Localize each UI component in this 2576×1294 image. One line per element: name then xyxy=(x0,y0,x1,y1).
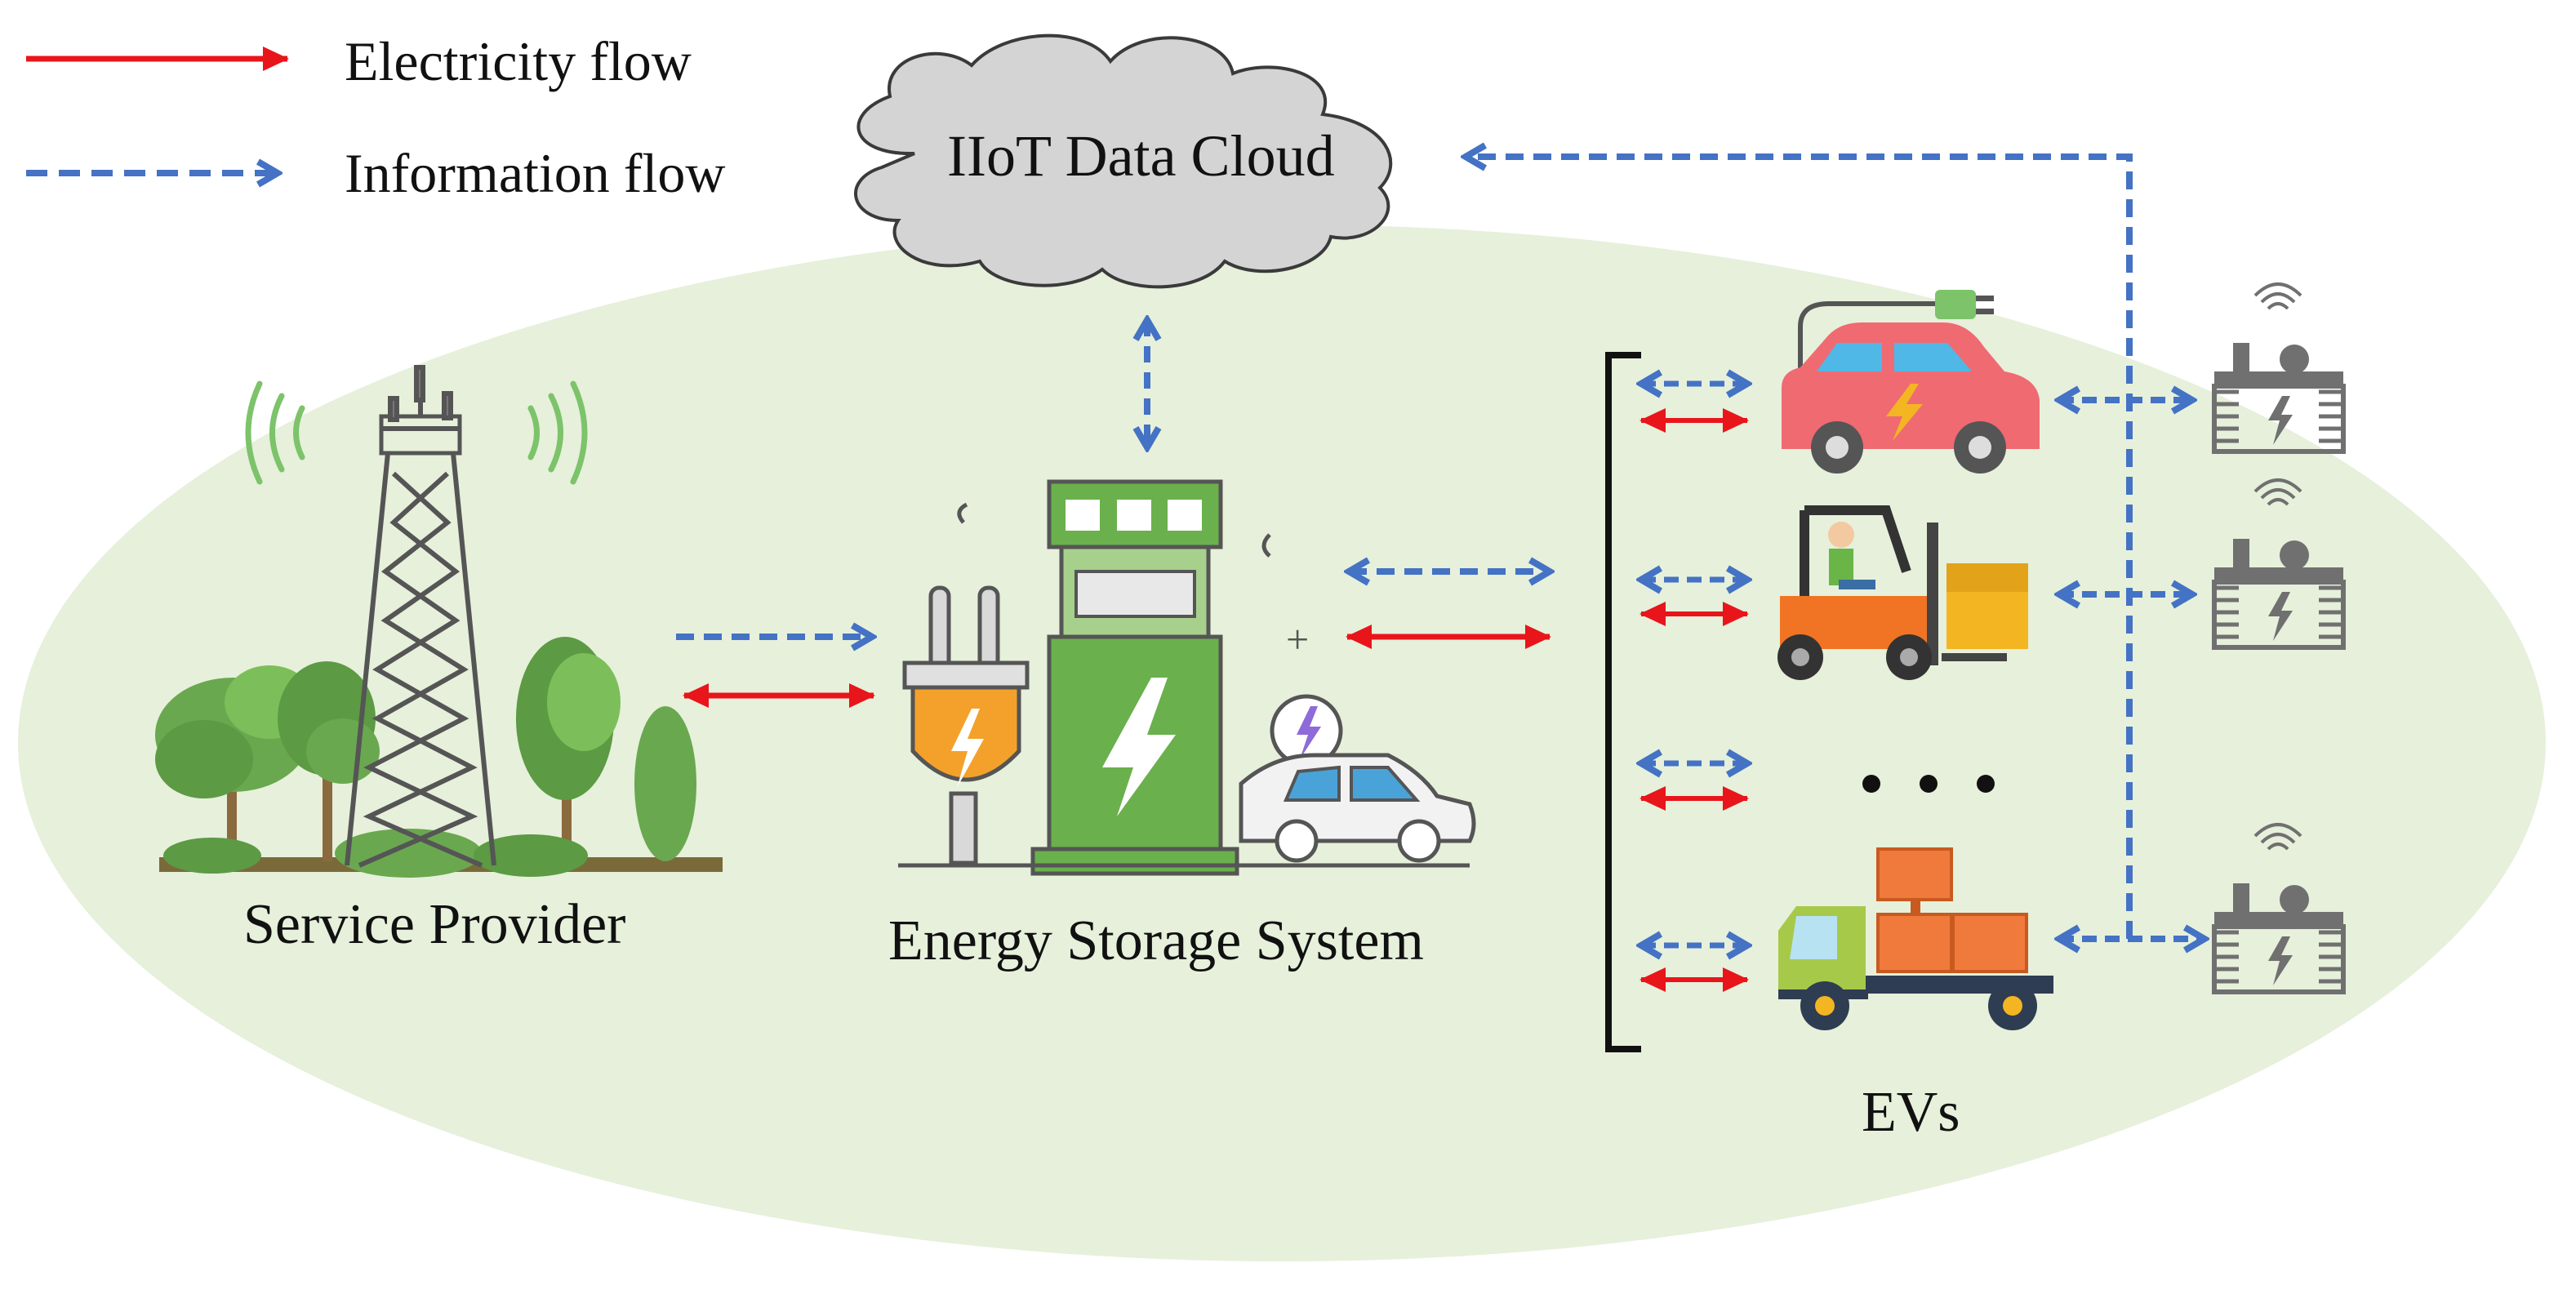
ev-transformer-arrows xyxy=(2059,400,2205,939)
transformer-icon xyxy=(2212,478,2346,650)
svg-text:+: + xyxy=(1286,616,1309,662)
service-provider-label: Service Provider xyxy=(243,893,625,956)
legend-information-label: Information flow xyxy=(345,142,725,204)
legend-electricity-label: Electricity flow xyxy=(345,30,692,92)
ev-row-arrows xyxy=(1641,384,1747,992)
electric-car-icon xyxy=(1239,694,1476,863)
plug-icon xyxy=(902,585,1030,865)
trees xyxy=(155,637,723,878)
transformer-cloud-bus xyxy=(1466,157,2133,939)
forklift-icon xyxy=(1777,505,2028,680)
tree-icon xyxy=(155,665,314,861)
iiot-cloud: IIoT Data Cloud xyxy=(854,33,1393,289)
cell-tower-icon xyxy=(345,365,496,868)
cloud-icon xyxy=(854,33,1393,289)
ess-label: Energy Storage System xyxy=(888,909,1424,972)
more-evs-ellipsis xyxy=(1862,775,1995,793)
wifi-icon xyxy=(245,380,588,485)
evs-label: EVs xyxy=(1862,1081,1960,1144)
legend: Electricity flow Information flow xyxy=(26,30,725,204)
truck-icon xyxy=(1778,847,2053,1030)
cloud-label: IIoT Data Cloud xyxy=(947,123,1335,189)
tree-icon xyxy=(516,637,621,861)
transformer-icon xyxy=(2212,282,2346,454)
transformer-icon xyxy=(2212,823,2346,994)
tree-icon xyxy=(634,706,696,861)
charging-station-icon: + xyxy=(898,479,1470,876)
electric-car-icon xyxy=(1782,290,2040,474)
ev-group-bracket xyxy=(1605,352,1641,1052)
